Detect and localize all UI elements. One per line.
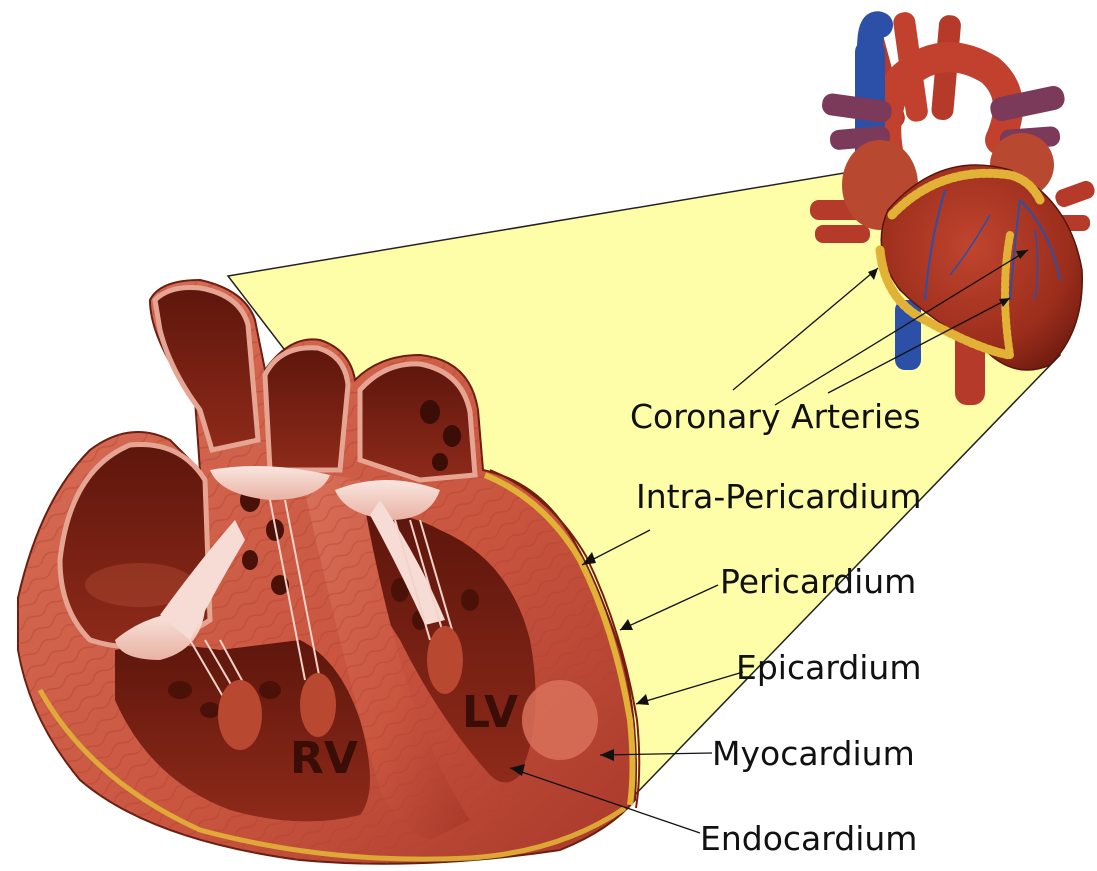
intra-pericardium-label: Intra-Pericardium [636, 477, 922, 516]
pericardium-label: Pericardium [720, 562, 916, 601]
lv-label: LV [462, 687, 518, 738]
rv-label: RV [290, 733, 358, 784]
endocardium-label: Endocardium [700, 819, 917, 858]
coronary-arteries-label: Coronary Arteries [630, 397, 921, 436]
myocardium-label: Myocardium [712, 734, 915, 773]
epicardium-label: Epicardium [736, 648, 922, 687]
